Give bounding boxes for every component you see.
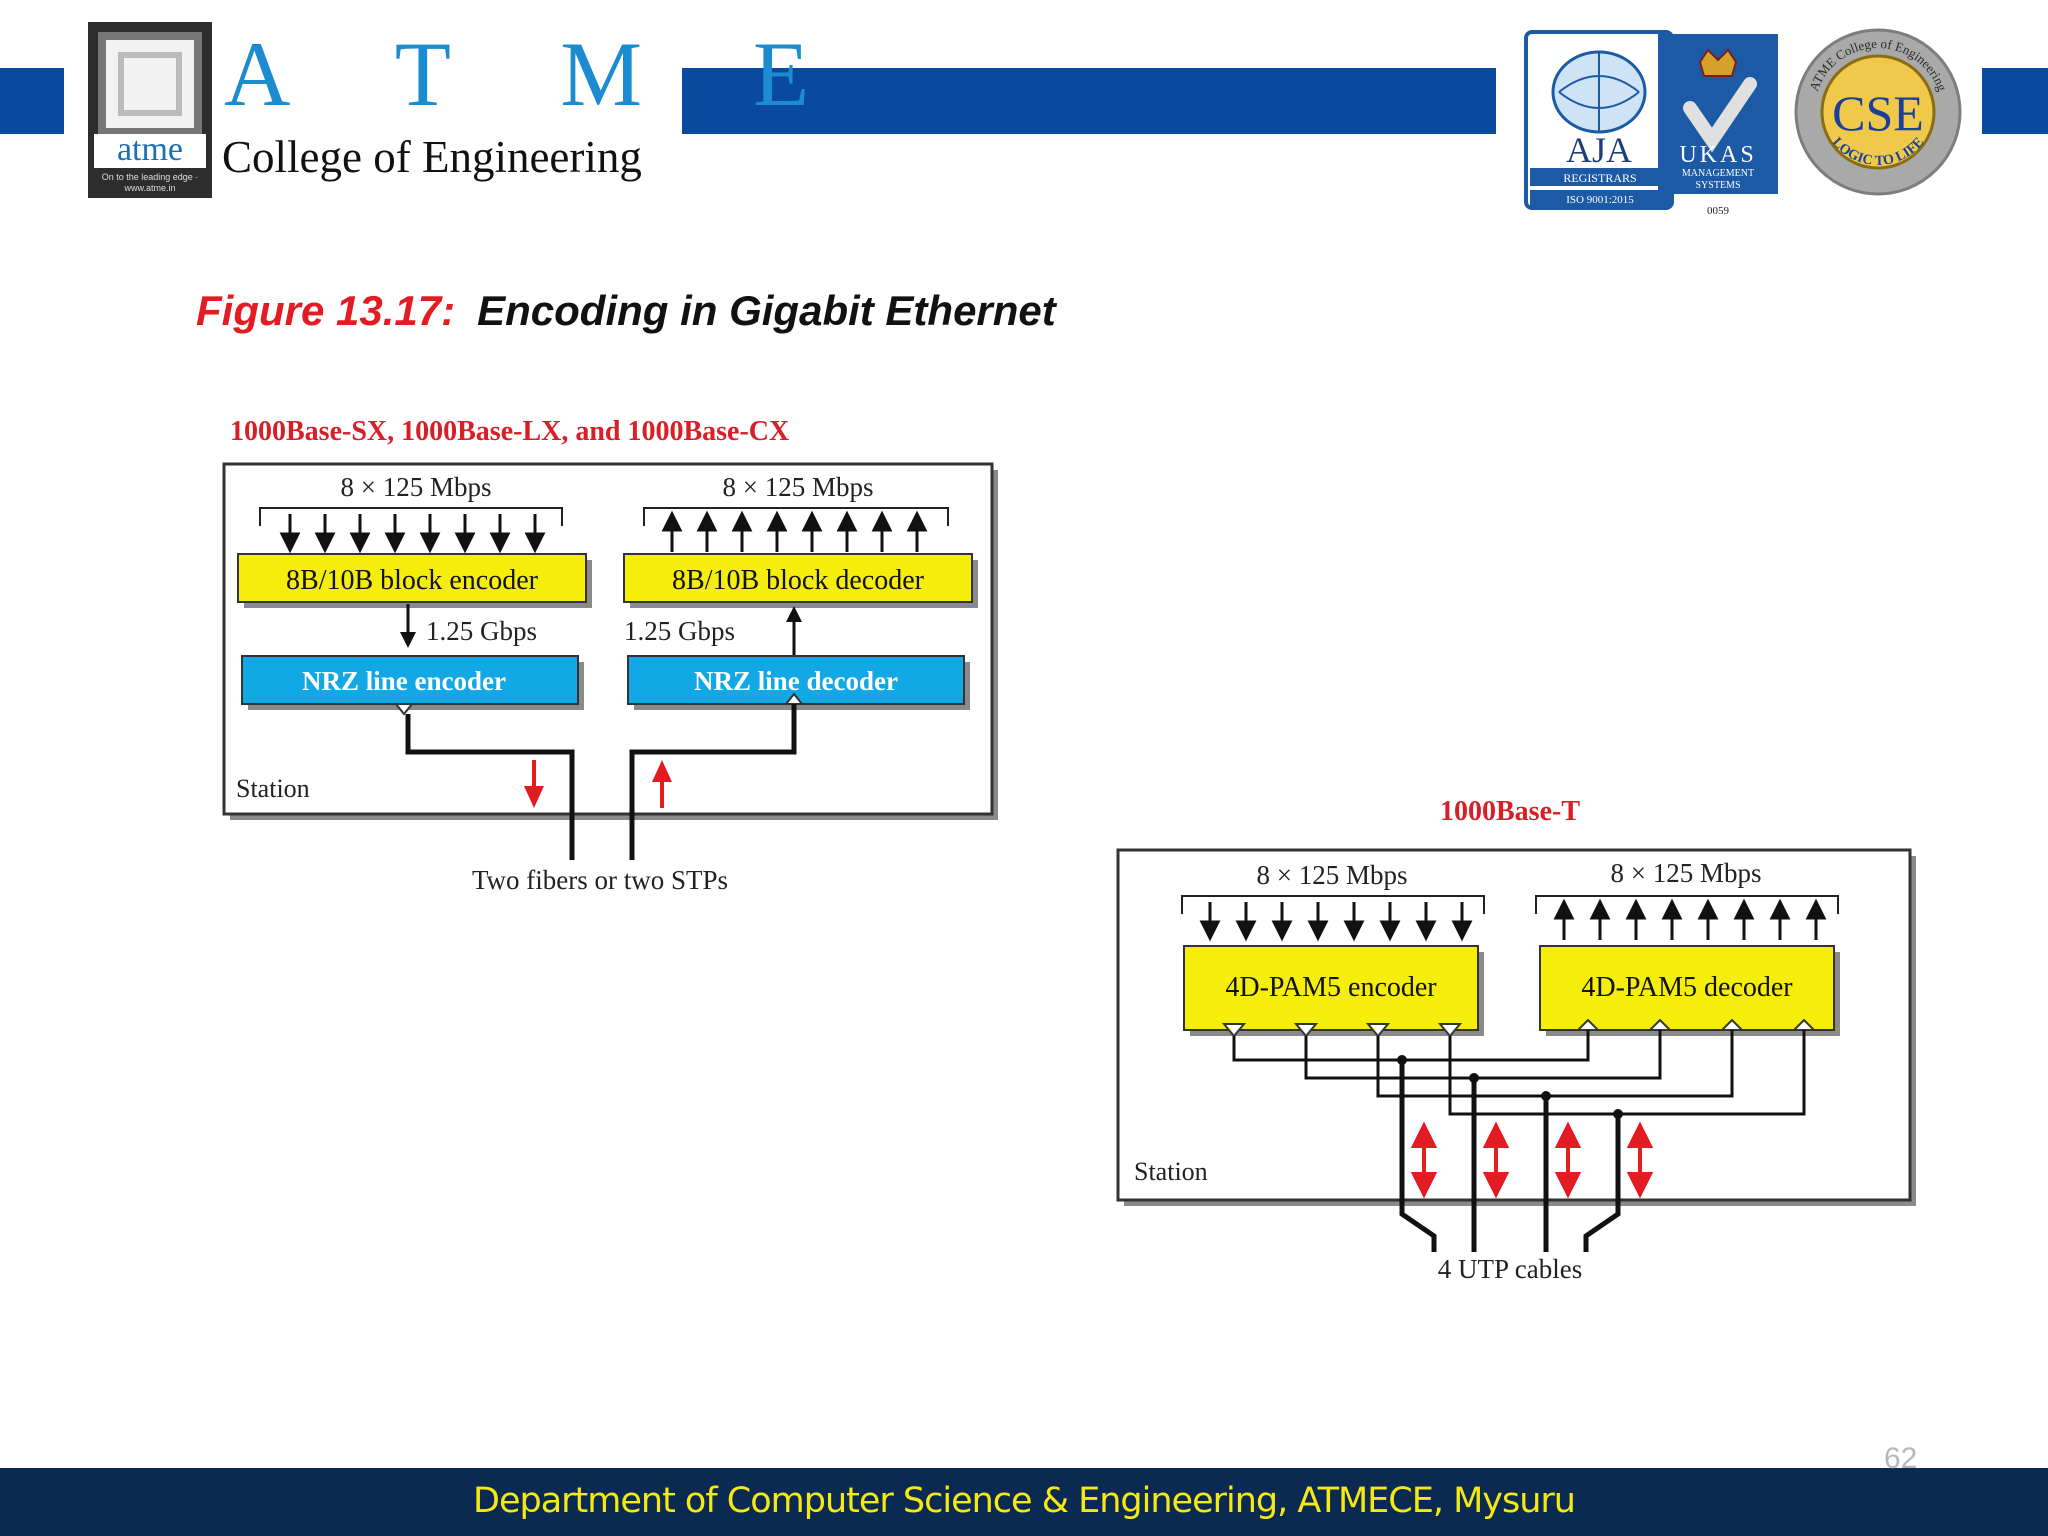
college-name: College of Engineering <box>222 132 642 182</box>
left-station-box <box>222 462 994 816</box>
nrz-encoder-label: NRZ line encoder <box>302 666 506 696</box>
logo-tagline: On to the leading edge · www.atme.in <box>101 172 199 193</box>
red-direction-arrows <box>524 760 672 808</box>
right-rate-encoder: 8 × 125 Mbps <box>1257 860 1408 890</box>
pam5-encoder-ports <box>1221 1023 1463 1038</box>
left-gbps-decoder: 1.25 Gbps <box>624 616 735 646</box>
check-icon <box>1683 77 1757 153</box>
crown-icon <box>1698 48 1738 77</box>
aja-badge: AJA REGISTRARS ISO 9001:2015 <box>1524 30 1674 210</box>
figure-text: Encoding in Gigabit Ethernet <box>477 287 1056 334</box>
diagram-1000base-x: 1000Base-SX, 1000Base-LX, and 1000Base-C… <box>222 416 998 895</box>
cse-title: CSE <box>1832 85 1924 141</box>
footer-bar <box>0 1468 2048 1536</box>
ukas-line2: SYSTEMS <box>1695 180 1740 191</box>
aja-line1: REGISTRARS <box>1563 171 1636 185</box>
block-encoder-label: 8B/10B block encoder <box>286 565 539 596</box>
block-encoder-box <box>237 553 587 603</box>
nrz-decoder-label: NRZ line decoder <box>694 666 898 696</box>
pam5-encoder-box <box>1183 945 1479 1031</box>
decoder-output-arrows <box>661 510 928 552</box>
page-number: 62 <box>1884 1442 1918 1475</box>
brand-letters: A T M E <box>224 23 854 125</box>
ukas-line1: MANAGEMENT <box>1682 168 1754 179</box>
encoder-input-arrows <box>279 514 546 554</box>
aja-line2: ISO 9001:2015 <box>1566 194 1634 206</box>
left-rate-encoder: 8 × 125 Mbps <box>341 472 492 502</box>
right-diagram-caption: 1000Base-T <box>1440 796 1580 827</box>
pam5-decoder-label: 4D-PAM5 decoder <box>1581 972 1793 1003</box>
wire-junction-dots <box>1397 1055 1623 1119</box>
figure-number: Figure 13.17: <box>196 287 456 334</box>
footer-text: Department of Computer Science & Enginee… <box>473 1481 1576 1521</box>
block-decoder-box <box>623 553 973 603</box>
header-band-right <box>1982 68 2048 134</box>
ukas-code: 0059 <box>1707 205 1730 217</box>
logo-word: atme <box>94 133 206 168</box>
header-band-left <box>0 68 64 134</box>
left-gbps-encoder: 1.25 Gbps <box>426 616 537 646</box>
aja-title: AJA <box>1566 130 1632 170</box>
diagram-1000base-t: 1000Base-T 8 × 125 Mbps 8 × 125 Mbps 4D-… <box>1116 796 1916 1284</box>
pam5-encoder-label: 4D-PAM5 encoder <box>1225 972 1437 1003</box>
red-bidirectional-arrows <box>1410 1121 1654 1199</box>
fiber-line-out <box>405 714 575 860</box>
left-medium-label: Two fibers or two STPs <box>472 865 728 895</box>
right-medium-label: 4 UTP cables <box>1438 1254 1582 1284</box>
cse-badge: ATME College of Engineering LOGIC TO LIF… <box>1794 28 1962 196</box>
utp-wiring <box>1232 1030 1806 1116</box>
ukas-badge: UKAS MANAGEMENT SYSTEMS 0059 <box>1658 34 1778 217</box>
right-rate-decoder: 8 × 125 Mbps <box>1611 858 1762 888</box>
right-station-label: Station <box>1134 1157 1208 1186</box>
nrz-encoder-box <box>241 655 579 705</box>
logo-frame <box>98 32 202 136</box>
pam5-decoder-output-arrows <box>1553 898 1827 940</box>
header-band-center <box>682 68 1496 134</box>
figure-title: Figure 13.17: Encoding in Gigabit Etherne… <box>196 286 1056 336</box>
atme-logo: atme On to the leading edge · www.atme.i… <box>88 22 212 198</box>
utp-cable-lines <box>1399 1060 1621 1252</box>
pam5-decoder-box <box>1539 945 1835 1031</box>
fiber-line-in <box>629 704 797 860</box>
left-rate-decoder: 8 × 125 Mbps <box>723 472 874 502</box>
ukas-title: UKAS <box>1679 142 1756 168</box>
pam5-encoder-input-arrows <box>1199 902 1473 942</box>
left-diagram-caption: 1000Base-SX, 1000Base-LX, and 1000Base-C… <box>230 416 789 447</box>
block-decoder-label: 8B/10B block decoder <box>672 565 925 596</box>
left-station-label: Station <box>236 774 310 803</box>
